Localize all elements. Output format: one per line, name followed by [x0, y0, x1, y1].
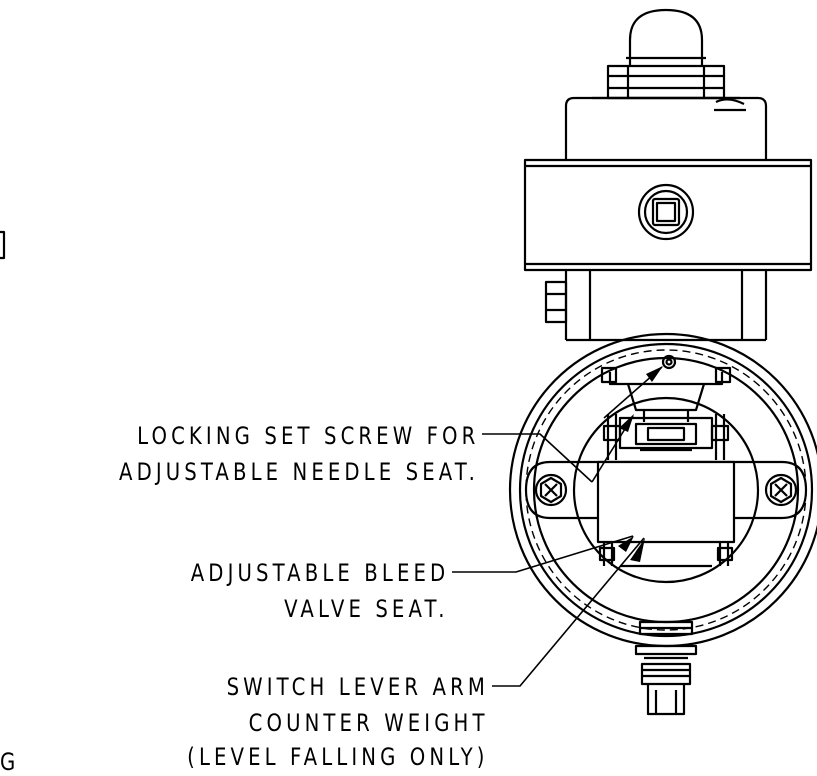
- leader-lines: [452, 366, 663, 687]
- center-block: [596, 460, 736, 568]
- side-fitting: [544, 280, 568, 324]
- locking-set-screw: [661, 354, 677, 370]
- callout-lever-line2: COUNTER WEIGHT: [249, 709, 489, 737]
- callout-bleed-line2: VALVE SEAT.: [284, 595, 449, 623]
- square-drive-plug: [637, 183, 695, 241]
- leader-locking: [482, 433, 593, 483]
- cross-bar: [524, 460, 808, 520]
- callout-lever-line3: (LEVEL FALLING ONLY): [187, 743, 489, 771]
- middle-band: [523, 158, 813, 272]
- dome-cap: [626, 8, 706, 66]
- hex-nut: [592, 64, 740, 100]
- callout-bleed-line1: ADJUSTABLE BLEED: [190, 559, 449, 587]
- arrow-heads: [618, 366, 663, 562]
- leader-lever: [492, 537, 645, 687]
- upper-neck: [600, 366, 732, 422]
- edge-text-fragment: G: [0, 748, 20, 776]
- callout-locking-line2: ADJUSTABLE NEEDLE SEAT.: [119, 458, 479, 486]
- bottom-fitting: [634, 620, 698, 716]
- leader-bleed: [452, 535, 634, 573]
- callout-lever-line1: SWITCH LEVER ARM: [226, 673, 489, 701]
- needle-seat-assembly: [602, 414, 730, 460]
- edge-stub: [0, 230, 6, 260]
- upper-housing: [564, 96, 768, 160]
- callout-locking-line1: LOCKING SET SCREW FOR: [136, 422, 479, 450]
- lower-housing: [564, 270, 768, 342]
